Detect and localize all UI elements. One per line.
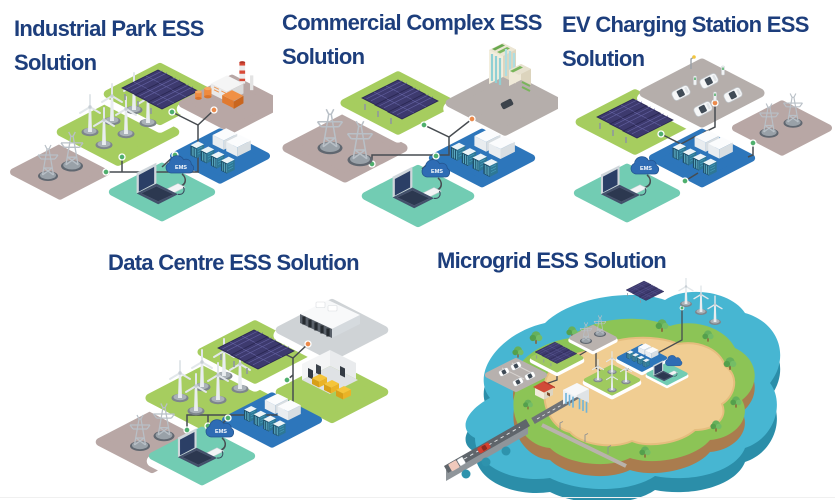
- data-centre-diagram: EMS: [82, 280, 422, 495]
- title-microgrid: Microgrid ESS Solution: [437, 244, 667, 278]
- ev-charging-diagram: EMS: [563, 55, 833, 238]
- microgrid-diagram: [444, 278, 781, 500]
- title-line: Solution: [14, 50, 97, 75]
- node-green: [420, 121, 428, 129]
- title-line: Solution: [282, 44, 365, 69]
- title-ev-charging-station: EV Charging Station ESS Solution: [562, 8, 809, 76]
- node-orange: [304, 340, 312, 348]
- ems-cloud-label: EMS: [640, 166, 652, 172]
- title-commercial-complex: Commercial Complex ESS Solution: [282, 6, 542, 74]
- ems-cloud-label: EMS: [215, 429, 227, 435]
- node-orange: [468, 115, 476, 123]
- title-line: Microgrid ESS Solution: [437, 248, 667, 273]
- truck: [448, 457, 466, 472]
- bridge: [444, 419, 530, 481]
- commercial-complex-diagram: EMS: [268, 41, 558, 240]
- ems-cloud-label: EMS: [175, 165, 187, 171]
- ev-charging-lot: [670, 55, 744, 119]
- node-green: [102, 168, 110, 176]
- node-green: [118, 153, 126, 161]
- node-green: [224, 414, 232, 422]
- node-green: [749, 139, 757, 147]
- title-industrial-park: Industrial Park ESS Solution: [14, 12, 204, 80]
- node-green: [168, 108, 176, 116]
- title-line: Commercial Complex ESS: [282, 10, 542, 35]
- red-car: [477, 442, 491, 454]
- node-green: [681, 177, 689, 185]
- page-bottom-rule: [0, 497, 835, 498]
- node-green: [657, 130, 665, 138]
- title-line: Data Centre ESS Solution: [108, 250, 360, 275]
- node-green: [283, 376, 291, 384]
- title-line: Industrial Park ESS: [14, 16, 204, 41]
- node-orange: [210, 106, 218, 114]
- title-line: Solution: [562, 46, 645, 71]
- title-data-centre: Data Centre ESS Solution: [108, 246, 360, 280]
- industrial-park-diagram: EMS: [8, 60, 273, 235]
- island-parking: [485, 358, 547, 392]
- title-line: EV Charging Station ESS: [562, 12, 809, 37]
- node-green: [432, 152, 440, 160]
- ems-cloud-label: EMS: [431, 169, 443, 175]
